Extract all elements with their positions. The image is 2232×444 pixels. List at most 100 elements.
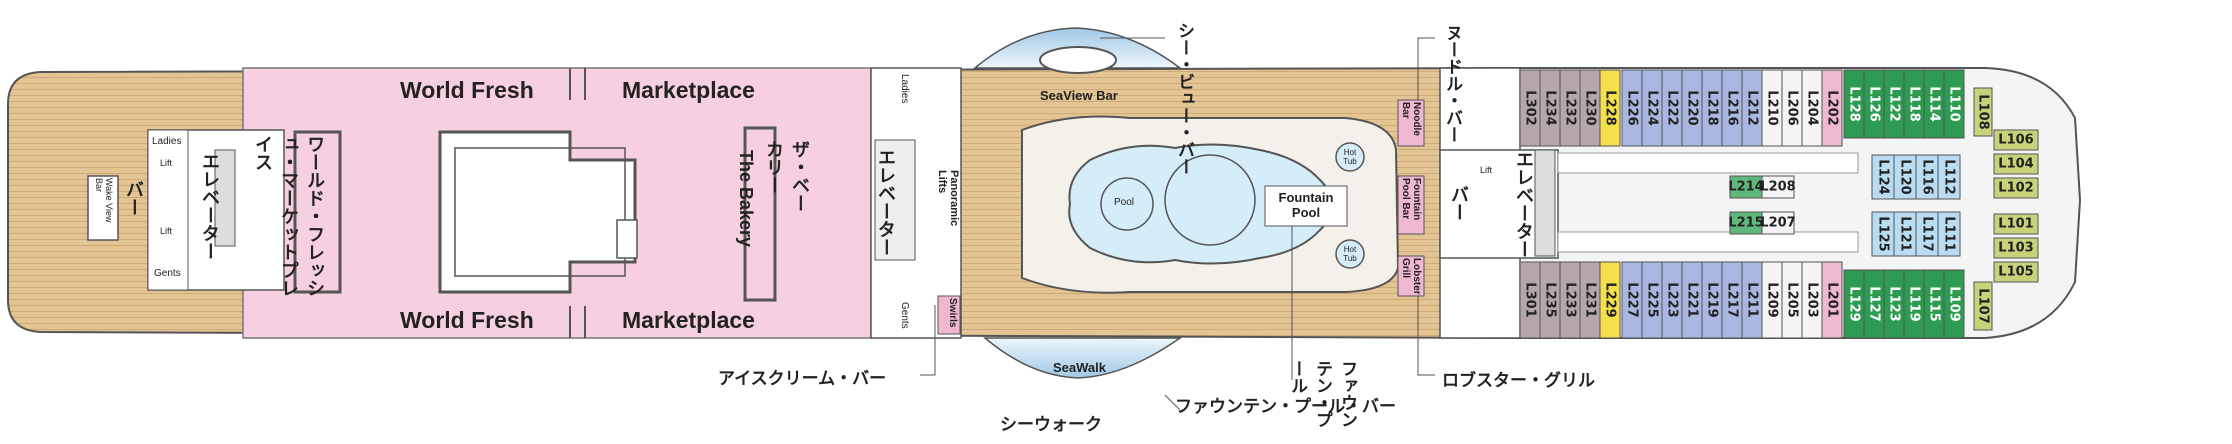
cabin-L207[interactable]: L207 xyxy=(1760,211,1796,235)
cabin-L112[interactable]: L112 xyxy=(1937,154,1961,200)
cabin-L115[interactable]: L115 xyxy=(1923,269,1945,339)
cabin-L211[interactable]: L211 xyxy=(1741,261,1763,339)
cabin-label: L224 xyxy=(1645,90,1660,125)
cabin-L214[interactable]: L214 xyxy=(1728,175,1764,199)
swirls[interactable] xyxy=(937,295,961,335)
cabin-L219[interactable]: L219 xyxy=(1701,261,1723,339)
cabin-L101[interactable]: L101 xyxy=(1993,213,2039,235)
cabin-L210[interactable]: L210 xyxy=(1761,69,1783,147)
cabin-L128[interactable]: L128 xyxy=(1843,69,1865,139)
cabin-L120[interactable]: L120 xyxy=(1893,154,1917,200)
cabin-L204[interactable]: L204 xyxy=(1801,69,1823,147)
cabin-L225[interactable]: L225 xyxy=(1641,261,1663,339)
cabin-L231[interactable]: L231 xyxy=(1579,261,1601,339)
fwd-stairs xyxy=(1534,149,1556,257)
cabin-L223[interactable]: L223 xyxy=(1661,261,1683,339)
hot-tub-bottom[interactable] xyxy=(1335,239,1365,269)
cabin-L216[interactable]: L216 xyxy=(1721,69,1743,147)
cabin-L229[interactable]: L229 xyxy=(1599,261,1621,339)
cabin-L235[interactable]: L235 xyxy=(1539,261,1561,339)
cabin-L205[interactable]: L205 xyxy=(1781,261,1803,339)
cabin-L123[interactable]: L123 xyxy=(1883,269,1905,339)
cabin-label: L209 xyxy=(1765,282,1780,317)
seaview-bar-counter[interactable] xyxy=(1039,46,1117,74)
cabin-L114[interactable]: L114 xyxy=(1923,69,1945,139)
cabin-L107[interactable]: L107 xyxy=(1973,281,1993,331)
cabin-L127[interactable]: L127 xyxy=(1863,269,1885,339)
aft-stairs xyxy=(214,149,236,247)
cabin-L105[interactable]: L105 xyxy=(1993,261,2039,283)
cabin-L109[interactable]: L109 xyxy=(1943,269,1965,339)
cabin-L203[interactable]: L203 xyxy=(1801,261,1823,339)
cabin-L230[interactable]: L230 xyxy=(1579,69,1601,147)
hot-tub-top[interactable] xyxy=(1335,142,1365,172)
cabin-L129[interactable]: L129 xyxy=(1843,269,1865,339)
cabin-L126[interactable]: L126 xyxy=(1863,69,1885,139)
cabin-L302[interactable]: L302 xyxy=(1519,69,1541,147)
cabin-L121[interactable]: L121 xyxy=(1893,211,1917,257)
callout-noodle-jp: ヌードル・バー xyxy=(1442,24,1462,143)
cabin-label: L201 xyxy=(1825,282,1840,317)
cabin-label: L212 xyxy=(1745,90,1760,125)
cabin-L218[interactable]: L218 xyxy=(1701,69,1723,147)
cabin-L222[interactable]: L222 xyxy=(1661,69,1683,147)
cabin-L202[interactable]: L202 xyxy=(1821,69,1843,147)
cabin-L232[interactable]: L232 xyxy=(1559,69,1581,147)
cabin-L208[interactable]: L208 xyxy=(1760,175,1796,199)
cabin-L201[interactable]: L201 xyxy=(1821,261,1843,339)
cabin-label: L103 xyxy=(1998,241,2033,256)
cabin-L228[interactable]: L228 xyxy=(1599,69,1621,147)
noodle-bar[interactable] xyxy=(1397,99,1425,147)
cabin-L215[interactable]: L215 xyxy=(1728,211,1764,235)
cabin-L125[interactable]: L125 xyxy=(1871,211,1895,257)
lobster-grill[interactable] xyxy=(1397,255,1425,297)
cabin-L111[interactable]: L111 xyxy=(1937,211,1961,257)
callout-seaview-jp: シー・ビュー・バー xyxy=(1174,22,1194,175)
cabin-L116[interactable]: L116 xyxy=(1915,154,1939,200)
wake-view-bar[interactable] xyxy=(87,175,119,241)
hot-tub-bottom-label: Hot Tub xyxy=(1343,245,1357,263)
aft-bar-jp: バー xyxy=(123,180,144,216)
cabin-label: L226 xyxy=(1625,90,1640,125)
cabin-label: L119 xyxy=(1907,286,1922,321)
cabin-label: L206 xyxy=(1785,90,1800,125)
cabin-L122[interactable]: L122 xyxy=(1883,69,1905,139)
cabin-L206[interactable]: L206 xyxy=(1781,69,1803,147)
cabin-L224[interactable]: L224 xyxy=(1641,69,1663,147)
fountain-pool-bar[interactable] xyxy=(1397,175,1425,235)
cabin-label: L230 xyxy=(1583,90,1598,125)
cabin-L117[interactable]: L117 xyxy=(1915,211,1939,257)
callout-lobster-jp: ロブスター・グリル xyxy=(1442,371,1595,391)
cabin-label: L223 xyxy=(1665,282,1680,317)
cabin-L217[interactable]: L217 xyxy=(1721,261,1743,339)
fountain-pool-bar-label: Fountain Pool Bar xyxy=(1400,178,1422,221)
cabin-label: L102 xyxy=(1998,181,2033,196)
cabin-label: L106 xyxy=(1998,133,2033,148)
cabin-L234[interactable]: L234 xyxy=(1539,69,1561,147)
cabin-L110[interactable]: L110 xyxy=(1943,69,1965,139)
cabin-L124[interactable]: L124 xyxy=(1871,154,1895,200)
cabin-L106[interactable]: L106 xyxy=(1993,129,2039,151)
cabin-L102[interactable]: L102 xyxy=(1993,177,2039,199)
cabin-L209[interactable]: L209 xyxy=(1761,261,1783,339)
cabin-L226[interactable]: L226 xyxy=(1621,69,1643,147)
cabin-L233[interactable]: L233 xyxy=(1559,261,1581,339)
aft-restrooms xyxy=(147,129,189,291)
cabin-L118[interactable]: L118 xyxy=(1903,69,1925,139)
cabin-L212[interactable]: L212 xyxy=(1741,69,1763,147)
cabin-L301[interactable]: L301 xyxy=(1519,261,1541,339)
fountain-pool-label-box xyxy=(1264,185,1348,227)
seawalk-glass xyxy=(982,337,1183,379)
cabin-L220[interactable]: L220 xyxy=(1681,69,1703,147)
cabin-label: L301 xyxy=(1523,282,1538,317)
cabin-L103[interactable]: L103 xyxy=(1993,237,2039,259)
cabin-L227[interactable]: L227 xyxy=(1621,261,1643,339)
cabin-label: L227 xyxy=(1625,282,1640,317)
cabin-L108[interactable]: L108 xyxy=(1973,87,1993,137)
cabin-label: L229 xyxy=(1603,282,1618,317)
cabin-label: L110 xyxy=(1947,86,1962,121)
cabin-L119[interactable]: L119 xyxy=(1903,269,1925,339)
cabin-L104[interactable]: L104 xyxy=(1993,153,2039,175)
cabin-L221[interactable]: L221 xyxy=(1681,261,1703,339)
